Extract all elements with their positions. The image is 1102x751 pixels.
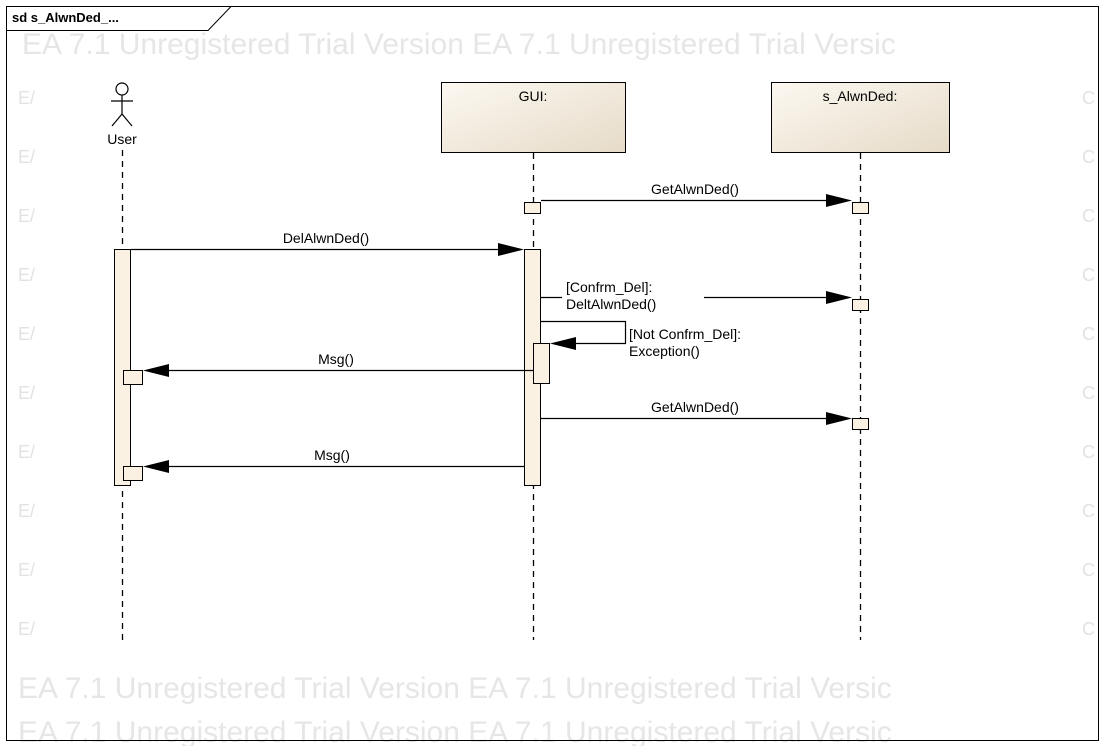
message-label: Exception() — [629, 343, 700, 359]
object-label-alwnded: s_AlwnDed: — [823, 88, 898, 104]
message-confirm-delete[interactable]: [Confrm_Del]: DeltAlwnDed() — [541, 279, 852, 312]
message-label: Msg() — [314, 447, 350, 463]
watermark-edge-left: E/ — [18, 383, 35, 403]
arrowhead — [498, 243, 524, 256]
watermark-edge-right: C — [1082, 501, 1095, 521]
lifeline-head-gui[interactable]: GUI: — [441, 82, 626, 153]
message-not-confirm-exception[interactable]: [Not Confrm_Del]: Exception() — [541, 320, 741, 360]
exec-user-msg2 — [123, 466, 143, 481]
message-line — [541, 320, 627, 345]
watermark-edge-right: C — [1082, 265, 1095, 285]
watermark-bottom-2: EA 7.1 Unregistered Trial Version EA 7.1… — [18, 716, 892, 746]
watermark-edge-right: C — [1082, 383, 1095, 403]
exec-user-msg1 — [123, 370, 143, 385]
watermark: EA 7.1 Unregistered Trial Version EA 7.1… — [18, 28, 1095, 749]
object-box-alwnded — [771, 82, 950, 153]
message-msg-1[interactable]: Msg() — [143, 351, 533, 377]
exec-alwn-delt — [852, 299, 869, 311]
watermark-edge-marks: E/C E/C E/C E/C E/C E/C E/C E/C E/C E/C — [18, 88, 1095, 639]
watermark-edge-left: E/ — [18, 147, 35, 167]
actor-head — [115, 82, 129, 96]
arrowhead — [143, 364, 169, 377]
watermark-bottom: EA 7.1 Unregistered Trial Version EA 7.1… — [18, 672, 892, 705]
watermark-edge-left: E/ — [18, 560, 35, 580]
frame-title: sd s_AlwnDed_... — [12, 10, 119, 25]
diagram-frame — [6, 6, 1099, 741]
watermark-edge-right: C — [1082, 560, 1095, 580]
message-del-alwnded[interactable]: DelAlwnDed() — [131, 230, 524, 256]
watermark-edge-left: E/ — [18, 265, 35, 285]
arrowhead — [550, 337, 576, 350]
exec-gui-get1 — [524, 202, 541, 214]
watermark-edge-left: E/ — [18, 324, 35, 344]
message-guard-label: [Not Confrm_Del]: — [629, 326, 741, 342]
actor-user[interactable]: User — [107, 82, 137, 147]
message-label: DeltAlwnDed() — [566, 296, 656, 312]
watermark-edge-right: C — [1082, 619, 1095, 639]
watermark-edge-right: C — [1082, 442, 1095, 462]
watermark-edge-right: C — [1082, 324, 1095, 344]
arrowhead — [143, 460, 169, 473]
actor-right-leg — [121, 113, 133, 127]
watermark-edge-left: E/ — [18, 88, 35, 108]
object-label-gui: GUI: — [519, 88, 548, 104]
message-get-alwnded-2[interactable]: GetAlwnDed() — [541, 399, 852, 425]
actor-label-user: User — [107, 131, 137, 147]
message-get-alwnded-1[interactable]: GetAlwnDed() — [541, 181, 852, 207]
watermark-edge-right: C — [1082, 88, 1095, 108]
watermark-edge-right: C — [1082, 206, 1095, 226]
arrowhead — [826, 291, 852, 304]
lifeline-head-alwnded[interactable]: s_AlwnDed: — [771, 82, 950, 153]
exec-alwn-get2 — [852, 418, 869, 430]
message-label: DelAlwnDed() — [283, 230, 369, 246]
message-label: Msg() — [318, 351, 354, 367]
watermark-edge-right: C — [1082, 147, 1095, 167]
exec-alwn-get1 — [852, 202, 869, 214]
actor-left-leg — [111, 113, 123, 127]
watermark-edge-left: E/ — [18, 206, 35, 226]
activation-gui-nested — [533, 343, 550, 384]
message-msg-2[interactable]: Msg() — [143, 447, 524, 473]
frame-title-tab — [6, 6, 232, 31]
activation-user — [114, 249, 131, 486]
object-box-gui — [441, 82, 626, 153]
watermark-edge-left: E/ — [18, 442, 35, 462]
message-guard-label: [Confrm_Del]: — [566, 279, 652, 295]
arrowhead — [826, 412, 852, 425]
watermark-edge-left: E/ — [18, 619, 35, 639]
arrowhead — [826, 194, 852, 207]
watermark-edge-left: E/ — [18, 501, 35, 521]
watermark-top: EA 7.1 Unregistered Trial Version EA 7.1… — [22, 28, 896, 61]
message-label: GetAlwnDed() — [651, 181, 739, 197]
message-label: GetAlwnDed() — [651, 399, 739, 415]
